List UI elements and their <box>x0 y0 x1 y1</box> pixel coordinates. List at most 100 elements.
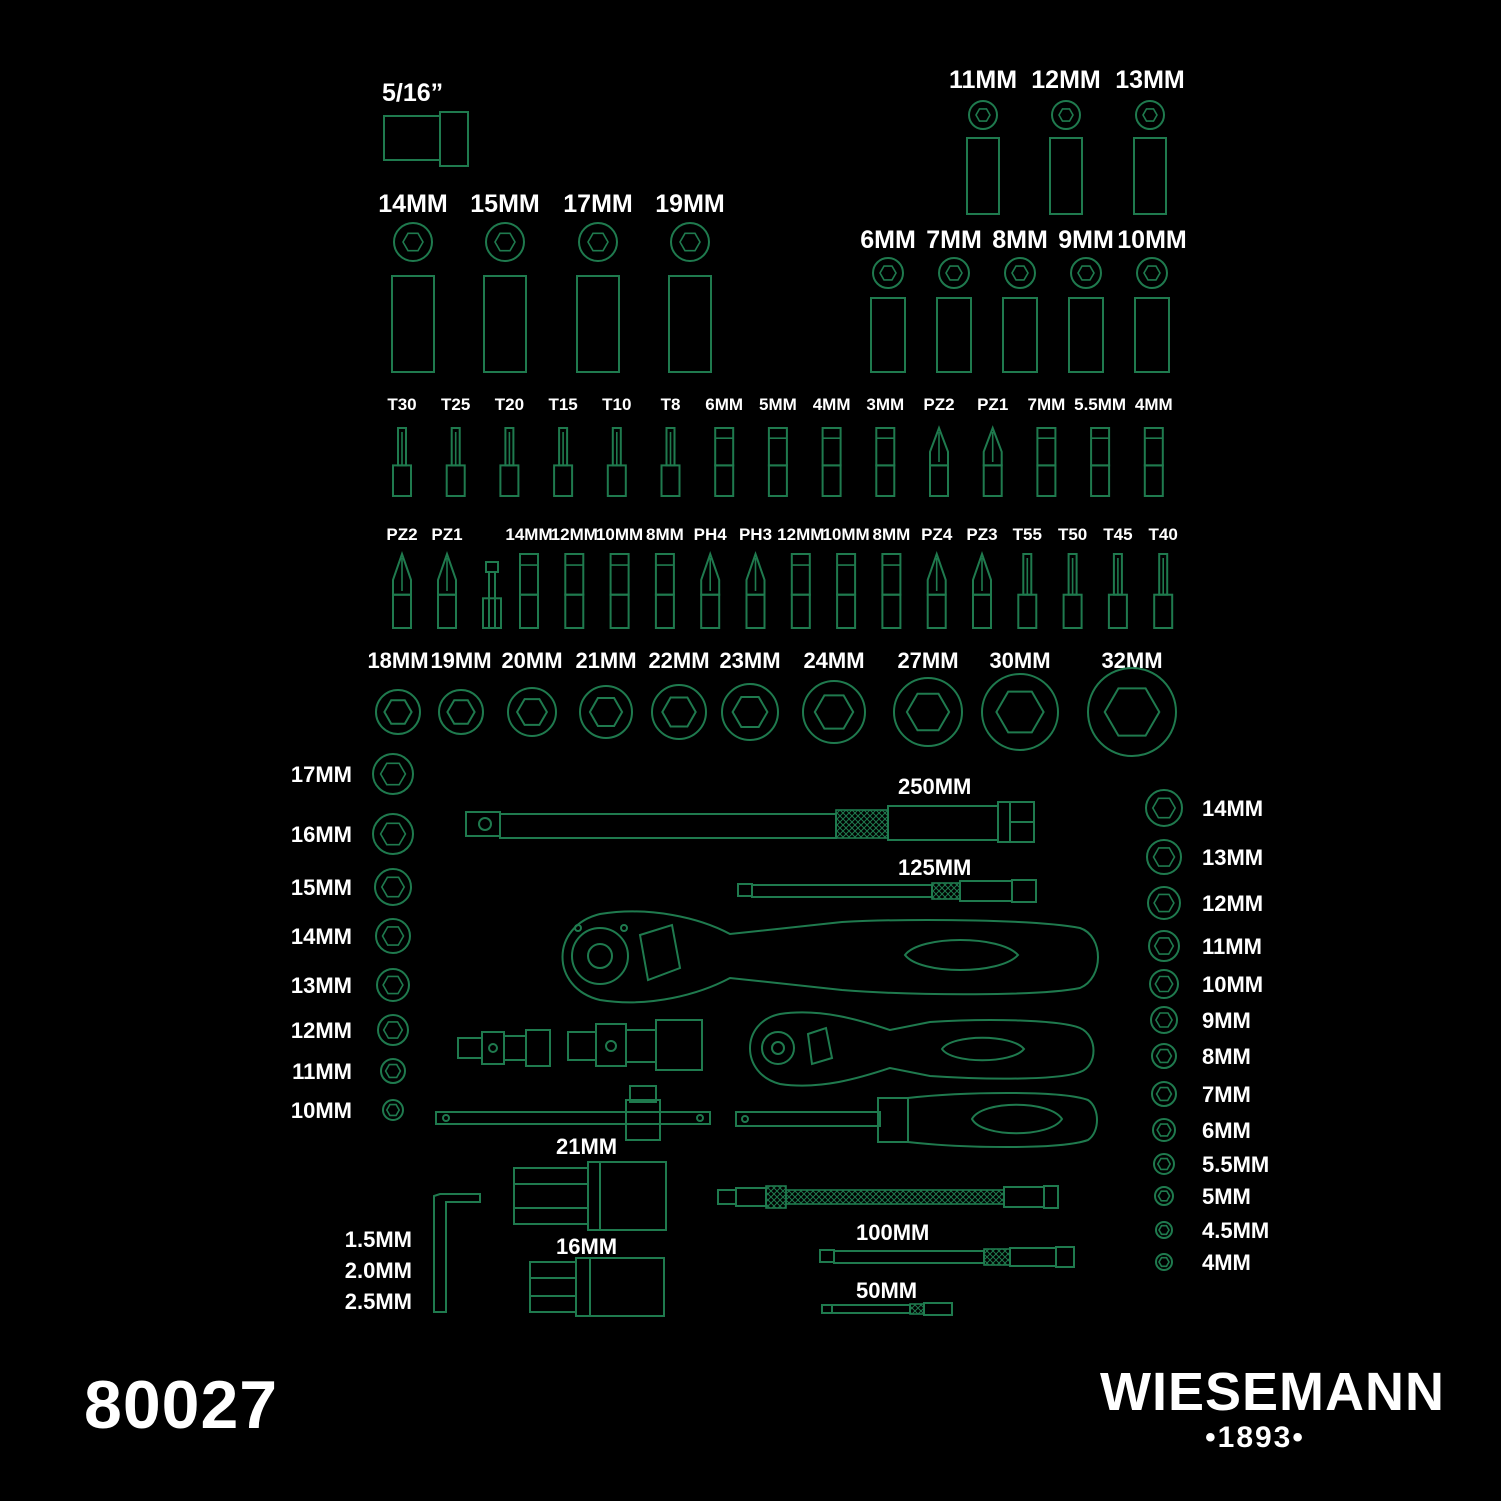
socket <box>981 673 1059 751</box>
size-label: 7MM <box>1028 395 1066 414</box>
deep-socket <box>391 222 435 373</box>
screwdriver-bit <box>875 427 896 497</box>
screwdriver-bit <box>929 425 949 497</box>
size-label: T30 <box>387 395 416 414</box>
extension-100 <box>819 1246 1075 1268</box>
size-label: 9MM <box>1202 1008 1251 1033</box>
size-label: T15 <box>548 395 577 414</box>
spark-socket-21-label: 21MM <box>556 1134 617 1159</box>
size-label: 6MM <box>860 226 916 254</box>
size-label: 14MM <box>291 924 352 949</box>
size-label: 32MM <box>1101 648 1162 673</box>
socket <box>1155 1253 1173 1271</box>
size-label: 2.5MM <box>345 1289 412 1314</box>
universal-joint-large <box>567 1019 703 1071</box>
screwdriver-bit <box>1153 553 1174 630</box>
size-label: 6MM <box>705 395 743 414</box>
screwdriver-bit <box>1017 553 1038 630</box>
ext-250-label: 250MM <box>898 774 971 799</box>
brand-year: •1893• <box>1205 1421 1305 1454</box>
screwdriver-bit <box>700 550 721 630</box>
socket <box>375 918 411 954</box>
size-label: 12MM <box>1202 891 1263 916</box>
size-label: 4MM <box>1202 1250 1251 1275</box>
size-label: T45 <box>1103 525 1132 544</box>
socket <box>382 1099 404 1121</box>
screwdriver-bit <box>606 427 627 497</box>
socket <box>375 689 421 735</box>
socket <box>1146 839 1182 875</box>
deep-socket <box>483 222 527 373</box>
size-label: 15MM <box>470 190 539 218</box>
size-label: 20MM <box>501 648 562 673</box>
t-bar-handle <box>435 1085 711 1141</box>
deep-socket <box>1049 100 1083 215</box>
size-label: 12MM <box>1031 66 1100 94</box>
size-label: 11MM <box>949 66 1017 94</box>
socket <box>372 753 414 795</box>
size-label: 5MM <box>759 395 797 414</box>
screwdriver-bit <box>926 550 947 630</box>
size-label: 19MM <box>430 648 491 673</box>
size-label: 23MM <box>719 648 780 673</box>
size-label: 5.5MM <box>1202 1152 1269 1177</box>
screwdriver-bit <box>1107 553 1128 630</box>
screwdriver-bit <box>1036 427 1057 497</box>
screwdriver-bit <box>881 553 902 630</box>
size-label: 3MM <box>866 395 904 414</box>
extension-250 <box>465 801 1035 843</box>
deep-socket <box>576 222 620 373</box>
socket <box>893 677 963 747</box>
size-label: PZ1 <box>977 395 1008 414</box>
size-label: 12MM <box>291 1018 352 1043</box>
socket <box>1148 930 1180 962</box>
screwdriver-bit <box>790 553 811 630</box>
brand-name: WIESEMANN <box>1100 1362 1445 1422</box>
size-label: 4MM <box>1135 395 1173 414</box>
size-label: PZ2 <box>923 395 954 414</box>
size-label: 11MM <box>292 1059 352 1084</box>
size-label: 27MM <box>897 648 958 673</box>
screwdriver-bit <box>767 427 788 497</box>
screwdriver-bit <box>982 425 1003 497</box>
screwdriver-bit <box>714 427 735 497</box>
size-label: 30MM <box>989 648 1050 673</box>
socket <box>721 683 779 741</box>
ratchet-small <box>749 1011 1095 1087</box>
screwdriver-bit <box>972 550 992 630</box>
ext-50-label: 50MM <box>856 1278 917 1303</box>
size-label: 13MM <box>1115 66 1184 94</box>
socket <box>802 680 866 744</box>
screwdriver-bit <box>836 553 857 630</box>
size-label: 5MM <box>1202 1184 1251 1209</box>
flex-extension <box>717 1185 1059 1209</box>
size-label: PH3 <box>739 525 772 544</box>
size-label: PH4 <box>694 525 728 544</box>
size-label: 10MM <box>822 525 869 544</box>
size-label: T10 <box>602 395 631 414</box>
socket <box>1151 1081 1177 1107</box>
extension-125 <box>737 879 1037 903</box>
size-label: 21MM <box>575 648 636 673</box>
universal-joint-small <box>457 1029 551 1067</box>
deep-socket <box>668 222 712 373</box>
size-label: 8MM <box>873 525 911 544</box>
screwdriver-bit <box>392 427 412 497</box>
size-label: PZ1 <box>431 525 462 544</box>
size-label: 24MM <box>803 648 864 673</box>
size-label: 8MM <box>1202 1044 1251 1069</box>
size-label: 16MM <box>291 822 352 847</box>
screwdriver-bit <box>821 427 842 497</box>
size-label: 8MM <box>646 525 684 544</box>
size-label: 9MM <box>1058 226 1114 254</box>
socket <box>438 689 484 735</box>
screwdriver-bit <box>1090 427 1111 497</box>
spark-socket-16-label: 16MM <box>556 1234 617 1259</box>
size-label: 12MM <box>777 525 824 544</box>
socket <box>1155 1221 1173 1239</box>
